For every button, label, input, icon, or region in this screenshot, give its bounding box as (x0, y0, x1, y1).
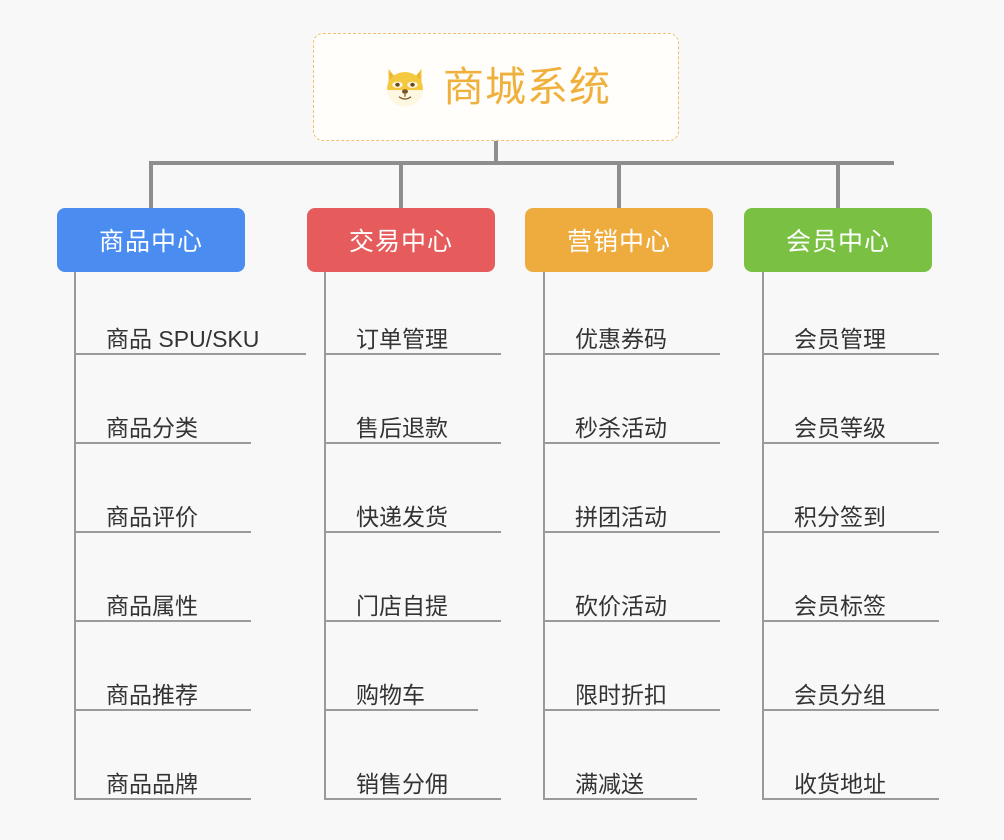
leaf-item-label: 商品 SPU/SKU (106, 326, 260, 352)
category-title: 会员中心 (785, 228, 890, 256)
leaf-item-label: 秒杀活动 (575, 415, 667, 441)
leaf-item-label: 商品推荐 (106, 682, 198, 708)
leaf-item[interactable]: 门店自提 (324, 592, 501, 622)
leaf-item[interactable]: 快递发货 (324, 503, 501, 533)
leaf-item[interactable]: 会员标签 (762, 592, 939, 622)
leaf-item[interactable]: 满减送 (543, 770, 697, 800)
dog-face-icon (387, 69, 423, 107)
leaf-item[interactable]: 会员管理 (762, 325, 939, 355)
leaf-item-label: 商品分类 (106, 415, 198, 441)
leaf-item-label: 满减送 (575, 771, 644, 797)
leaf-item[interactable]: 商品评价 (74, 503, 251, 533)
category-header-会员中心[interactable]: 会员中心 (744, 208, 932, 272)
leaf-item[interactable]: 商品分类 (74, 414, 251, 444)
leaf-item-label: 购物车 (356, 682, 425, 708)
branch-drop-line-3 (617, 161, 621, 209)
leaf-item-label: 商品属性 (106, 593, 198, 619)
category-header-商品中心[interactable]: 商品中心 (57, 208, 245, 272)
leaf-item-label: 门店自提 (356, 593, 448, 619)
leaf-item-label: 订单管理 (356, 326, 448, 352)
leaf-item[interactable]: 收货地址 (762, 770, 939, 800)
root-node[interactable]: 商城系统 (313, 33, 679, 141)
leaf-spine-line (543, 272, 545, 798)
leaf-item-label: 限时折扣 (575, 682, 667, 708)
branch-bus-line (150, 161, 894, 165)
leaf-item[interactable]: 销售分佣 (324, 770, 501, 800)
leaf-item[interactable]: 拼团活动 (543, 503, 720, 533)
leaf-item-label: 会员管理 (794, 326, 886, 352)
leaf-spine-line (74, 272, 76, 798)
branch-drop-line-4 (836, 161, 840, 209)
leaf-item-label: 销售分佣 (356, 771, 448, 797)
root-node-content: 商城系统 (381, 63, 611, 111)
leaf-item-label: 积分签到 (794, 504, 886, 530)
leaf-item[interactable]: 限时折扣 (543, 681, 720, 711)
leaf-item-label: 会员分组 (794, 682, 886, 708)
leaf-item[interactable]: 售后退款 (324, 414, 501, 444)
leaf-item[interactable]: 积分签到 (762, 503, 939, 533)
leaf-item[interactable]: 优惠券码 (543, 325, 720, 355)
leaf-item-label: 商品品牌 (106, 771, 198, 797)
branch-drop-line-1 (149, 161, 153, 209)
leaf-spine-line (324, 272, 326, 798)
leaf-item[interactable]: 商品 SPU/SKU (74, 325, 306, 355)
leaf-item-label: 售后退款 (356, 415, 448, 441)
root-title: 商城系统 (443, 63, 611, 110)
category-header-营销中心[interactable]: 营销中心 (525, 208, 713, 272)
leaf-item-label: 商品评价 (106, 504, 198, 530)
leaf-item-label: 砍价活动 (575, 593, 667, 619)
category-title: 商品中心 (98, 228, 203, 256)
leaf-item-label: 拼团活动 (575, 504, 667, 530)
leaf-spine-line (762, 272, 764, 798)
leaf-item[interactable]: 购物车 (324, 681, 478, 711)
category-title: 交易中心 (348, 228, 453, 256)
leaf-item[interactable]: 会员等级 (762, 414, 939, 444)
root-stem-line (494, 141, 498, 163)
category-title: 营销中心 (566, 228, 671, 256)
leaf-item[interactable]: 秒杀活动 (543, 414, 720, 444)
leaf-item-label: 会员标签 (794, 593, 886, 619)
category-header-交易中心[interactable]: 交易中心 (307, 208, 495, 272)
leaf-item[interactable]: 商品品牌 (74, 770, 251, 800)
branch-drop-line-2 (399, 161, 403, 209)
leaf-item[interactable]: 商品属性 (74, 592, 251, 622)
leaf-item-label: 快递发货 (356, 504, 448, 530)
leaf-item-label: 优惠券码 (575, 326, 667, 352)
leaf-item-label: 收货地址 (794, 771, 886, 797)
leaf-item[interactable]: 商品推荐 (74, 681, 251, 711)
leaf-item[interactable]: 会员分组 (762, 681, 939, 711)
leaf-item-label: 会员等级 (794, 415, 886, 441)
leaf-item[interactable]: 订单管理 (324, 325, 501, 355)
leaf-item[interactable]: 砍价活动 (543, 592, 720, 622)
